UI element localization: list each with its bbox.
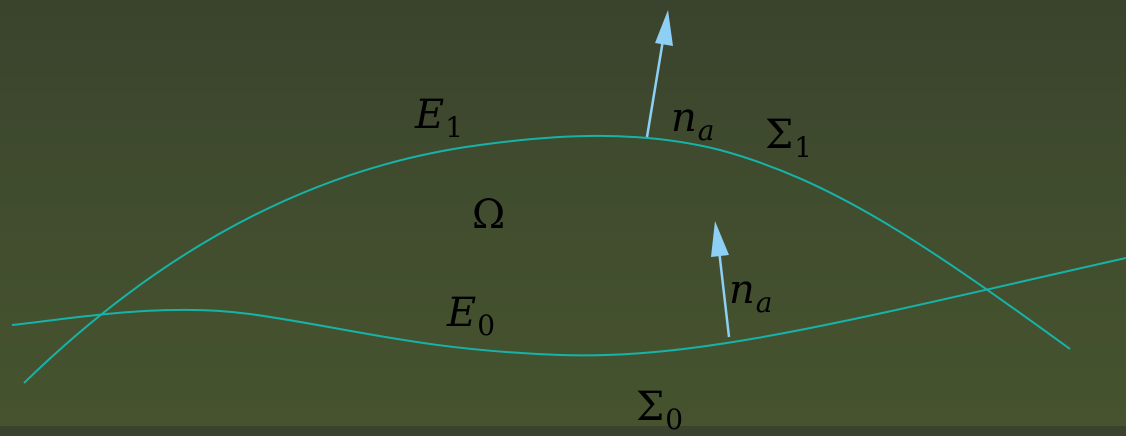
- label-normal-bottom: na: [729, 267, 773, 319]
- label-sigma0: Σ0: [636, 384, 684, 436]
- label-e0: E0: [447, 290, 496, 342]
- lower-surface-curve: [11, 257, 1126, 357]
- diagram-canvas: E1 na Σ1 Ω na E0 Σ0: [11, 10, 1126, 434]
- upper-normal-arrow-shaft: [645, 39, 665, 138]
- label-omega: Ω: [472, 192, 506, 238]
- lower-normal-arrowhead: [711, 221, 729, 257]
- label-e1: E1: [415, 92, 464, 144]
- diagram-svg: [11, 10, 1126, 384]
- upper-surface-curve: [23, 134, 1071, 384]
- label-sigma1: Σ1: [765, 112, 813, 164]
- lower-normal-arrow-shaft: [717, 249, 731, 338]
- label-normal-top: na: [671, 95, 715, 147]
- upper-normal-arrowhead: [655, 10, 673, 46]
